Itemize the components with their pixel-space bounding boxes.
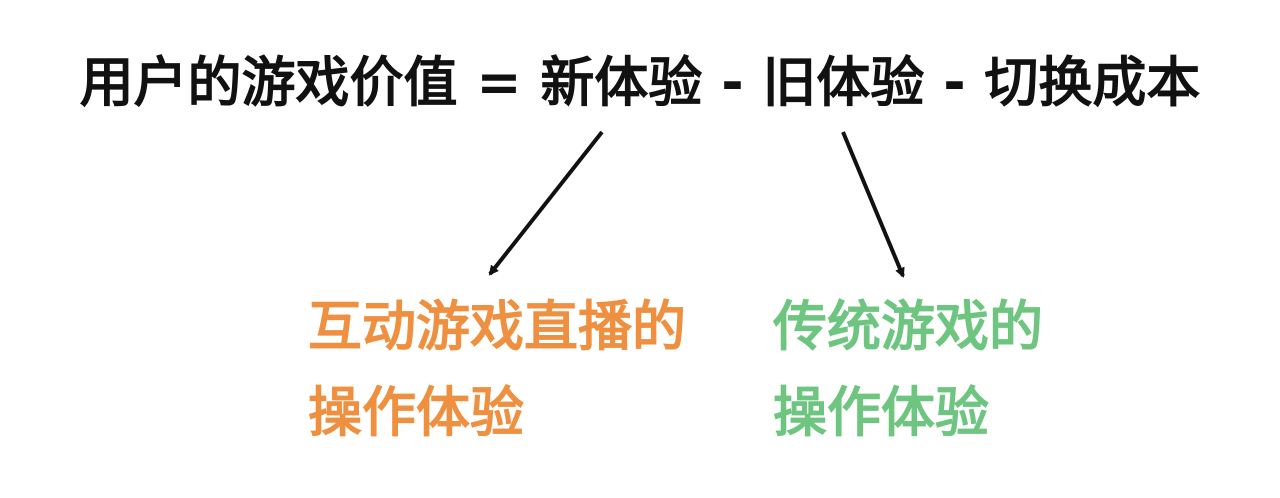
old-experience-line1: 传统游戏的	[773, 295, 1043, 358]
new-experience-line1: 互动游戏直播的	[308, 295, 686, 358]
arrow-to-old-experience	[841, 131, 905, 278]
new-experience-line2: 操作体验	[308, 381, 524, 444]
arrow-to-new-experience	[488, 130, 604, 276]
old-experience-label: 传统游戏的 操作体验	[773, 284, 1043, 456]
new-experience-label: 互动游戏直播的 操作体验	[308, 284, 686, 456]
formula-title: 用户的游戏价值 = 新体验 - 旧体验 - 切换成本	[79, 51, 1201, 114]
old-experience-line2: 操作体验	[773, 381, 989, 444]
